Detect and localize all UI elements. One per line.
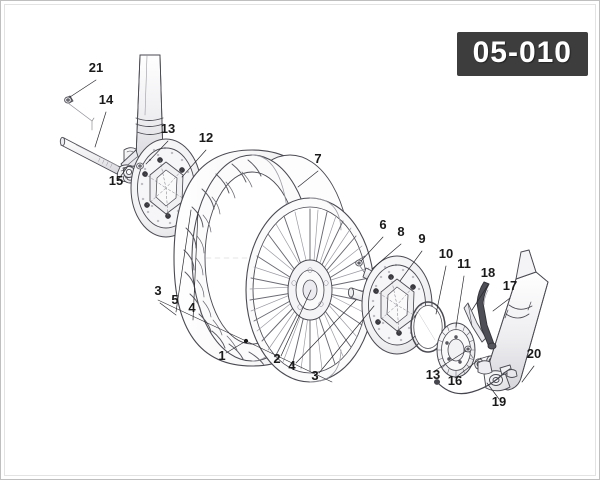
part-10-o-ring bbox=[410, 301, 446, 353]
callout-number-15: 15 bbox=[109, 173, 123, 188]
callout-number-20: 20 bbox=[527, 346, 541, 361]
callout-number-19: 19 bbox=[492, 394, 506, 409]
callout-number-21: 21 bbox=[89, 60, 103, 75]
part-2-wheel-rim bbox=[245, 197, 375, 383]
callout-number-2: 2 bbox=[273, 351, 280, 366]
callout-number-13a: 13 bbox=[161, 121, 175, 136]
callout-number-3b: 3 bbox=[311, 368, 318, 383]
leader-lines bbox=[69, 79, 535, 400]
callout-number-5: 5 bbox=[171, 292, 178, 307]
callout-number-4b: 4 bbox=[288, 358, 296, 373]
part-11-abs-pulse-ring bbox=[436, 322, 476, 378]
callout-number-12: 12 bbox=[199, 130, 213, 145]
callout-number-8: 8 bbox=[397, 224, 404, 239]
callout-number-9: 9 bbox=[418, 231, 425, 246]
callout-number-14: 14 bbox=[99, 92, 114, 107]
callout-number-18: 18 bbox=[481, 265, 495, 280]
part-17-abs-sensor bbox=[476, 281, 497, 350]
callout-number-11: 11 bbox=[457, 256, 471, 271]
part-14-wheel-axle bbox=[59, 136, 121, 175]
part-21-axle-pinch-bolt bbox=[64, 95, 95, 131]
callout-number-16: 16 bbox=[448, 373, 462, 388]
callout-number-1: 1 bbox=[218, 348, 225, 363]
callout-number-10: 10 bbox=[439, 246, 453, 261]
part-13-disc-bolt-right bbox=[464, 345, 474, 359]
callout-number-4a: 4 bbox=[188, 300, 196, 315]
title-block: 05-010 bbox=[456, 32, 588, 76]
callout-number-13b: 13 bbox=[426, 367, 440, 382]
callout-number-17: 17 bbox=[503, 278, 517, 293]
part-6-bolt bbox=[355, 259, 365, 273]
callout-number-3a: 3 bbox=[154, 283, 161, 298]
diagram-code: 05-010 bbox=[472, 36, 572, 69]
callout-number-6: 6 bbox=[379, 217, 386, 232]
part-13-disc-bolt-left bbox=[136, 162, 144, 170]
callout-number-7: 7 bbox=[314, 151, 321, 166]
part-20-cable-clamp bbox=[506, 369, 518, 378]
